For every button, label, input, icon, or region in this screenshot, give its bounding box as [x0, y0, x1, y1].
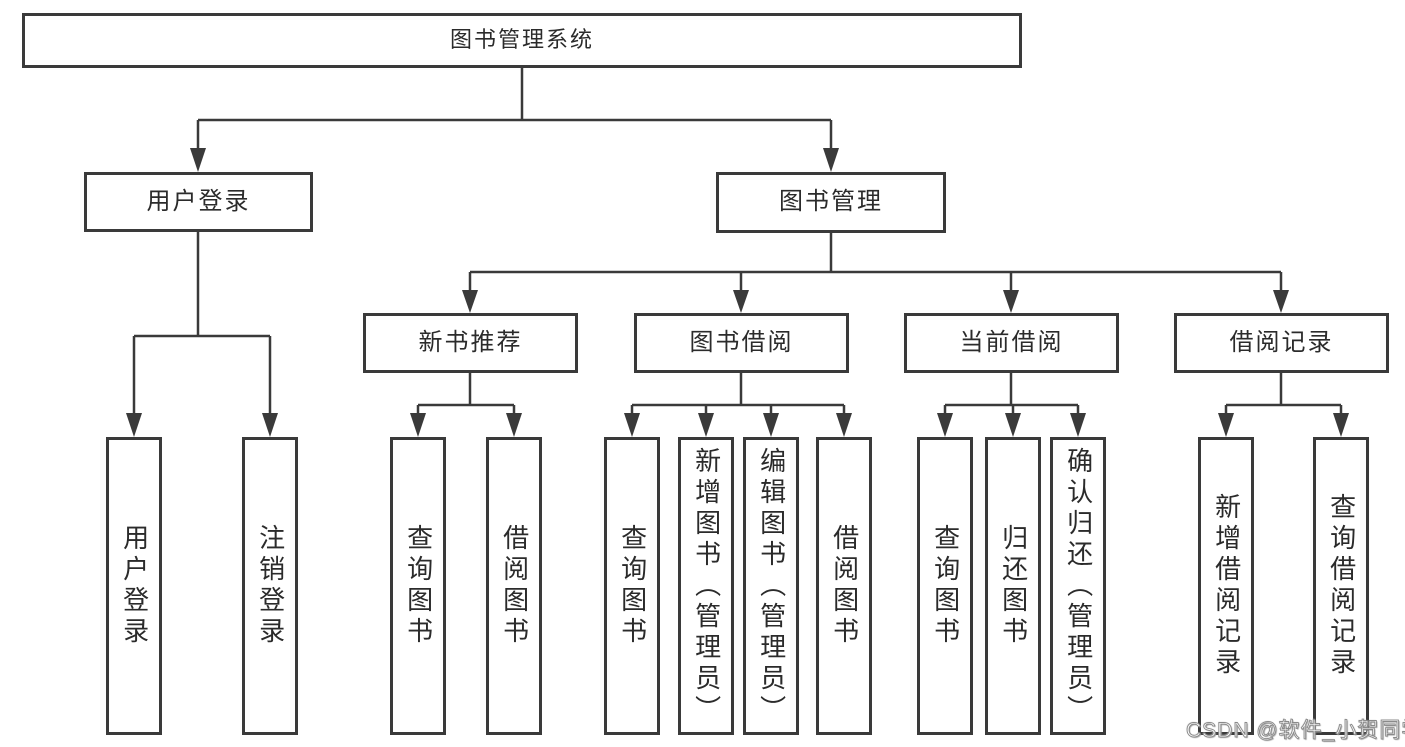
arrowhead-icon	[462, 290, 478, 313]
arrowhead-icon	[823, 148, 839, 172]
arrowhead-icon	[126, 413, 142, 437]
leaf-return-book: 归还图书	[985, 437, 1041, 735]
node-label: 归还图书	[998, 524, 1029, 648]
arrowhead-icon	[262, 413, 278, 437]
node-new-book-recommend: 新书推荐	[363, 313, 578, 373]
node-label: 图书管理	[779, 188, 883, 216]
leaf-query-books-recommend: 查询图书	[390, 437, 446, 735]
node-label: 用户登录	[146, 187, 251, 215]
leaf-query-books-borrow: 查询图书	[604, 437, 660, 735]
arrowhead-icon	[1003, 290, 1019, 313]
node-label: 查询借阅记录	[1326, 493, 1357, 679]
arrowhead-icon	[1005, 413, 1021, 437]
arrowhead-icon	[836, 413, 852, 437]
arrowhead-icon	[624, 413, 640, 437]
leaf-borrow-books-recommend: 借阅图书	[486, 437, 542, 735]
node-label: 注销登录	[255, 524, 286, 648]
node-label: 当前借阅	[959, 328, 1064, 356]
node-label: 新增图书（管理员）	[691, 446, 722, 726]
connector-borrowrecord-branch	[1224, 373, 1343, 417]
arrowhead-icon	[410, 413, 426, 437]
connector-root-stem	[198, 68, 831, 122]
connector-bookmgmt-branch	[468, 233, 1283, 294]
leaf-edit-book-admin: 编辑图书（管理员）	[743, 437, 799, 735]
node-label: 图书管理系统	[449, 27, 594, 53]
leaf-confirm-return-admin: 确认归还（管理员）	[1050, 437, 1106, 735]
arrowhead-icon	[937, 413, 953, 437]
node-label: 编辑图书（管理员）	[756, 446, 787, 726]
node-label: 用户登录	[119, 524, 150, 648]
node-label: 借阅记录	[1229, 328, 1334, 356]
arrowhead-icon	[506, 413, 522, 437]
leaf-logout: 注销登录	[242, 437, 298, 735]
node-borrow-records: 借阅记录	[1174, 313, 1389, 373]
node-label: 查询图书	[403, 524, 434, 648]
node-book-management: 图书管理	[716, 172, 946, 233]
node-label: 借阅图书	[829, 524, 860, 648]
arrowhead-icon	[733, 290, 749, 313]
csdn-watermark: CSDN @软件_小贺同学	[1186, 719, 1405, 743]
arrowhead-icon	[1273, 290, 1289, 313]
leaf-query-books-current: 查询图书	[917, 437, 973, 735]
node-label: 查询图书	[617, 524, 648, 648]
node-label: 新增借阅记录	[1211, 493, 1242, 679]
leaf-query-borrow-record: 查询借阅记录	[1313, 437, 1369, 735]
connector-newbook-branch	[416, 373, 516, 417]
connector-currentborrow-branch	[943, 373, 1080, 417]
node-label: 借阅图书	[499, 524, 530, 648]
node-label: 新书推荐	[418, 328, 523, 356]
node-current-borrow: 当前借阅	[904, 313, 1119, 373]
connector-borrowbook-branch	[630, 373, 846, 417]
connector-root-arrow-shafts	[196, 120, 833, 152]
arrowhead-icon	[1070, 413, 1086, 437]
arrowheads	[126, 148, 1349, 437]
leaf-add-book-admin: 新增图书（管理员）	[678, 437, 734, 735]
connector-userlogin-branch	[132, 231, 272, 417]
leaf-user-login: 用户登录	[106, 437, 162, 735]
arrowhead-icon	[190, 148, 206, 172]
arrowhead-icon	[698, 413, 714, 437]
node-user-login: 用户登录	[84, 172, 313, 232]
arrowhead-icon	[763, 413, 779, 437]
node-label: 确认归还（管理员）	[1063, 446, 1094, 726]
leaf-borrow-books: 借阅图书	[816, 437, 872, 735]
node-book-borrow: 图书借阅	[634, 313, 849, 373]
arrowhead-icon	[1218, 413, 1234, 437]
node-label: 图书借阅	[689, 328, 794, 356]
node-root: 图书管理系统	[22, 13, 1022, 68]
leaf-add-borrow-record: 新增借阅记录	[1198, 437, 1254, 735]
node-label: 查询图书	[930, 524, 961, 648]
arrowhead-icon	[1333, 413, 1349, 437]
